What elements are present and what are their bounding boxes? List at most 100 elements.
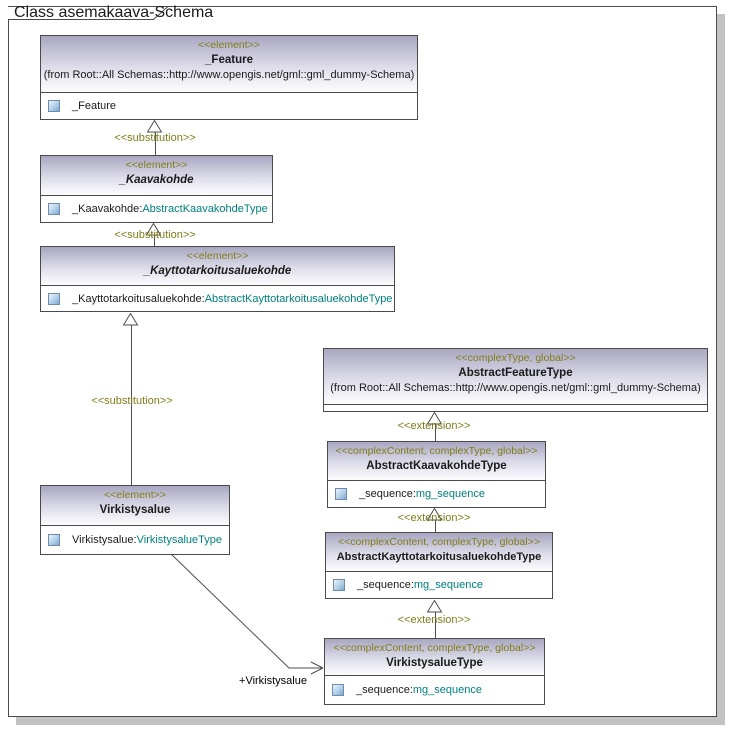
substitution-connector-line[interactable] <box>155 132 156 155</box>
substitution-triangle-icon <box>123 313 139 326</box>
attribute-text: _Kayttotarkoitusaluekohde:AbstractKaytto… <box>72 293 392 305</box>
frame-shadow-right <box>717 14 725 725</box>
class-name: AbstractFeatureType <box>458 367 573 379</box>
attribute-type: AbstractKayttotarkoitusaluekohdeType <box>204 292 393 305</box>
attribute-row[interactable]: _sequence:mg_sequence <box>325 684 482 696</box>
attribute-type: mg_sequence <box>412 684 482 696</box>
stereotype-label: <<complexContent, complexType, global>> <box>338 536 540 548</box>
attribute-name: _sequence: <box>359 488 416 500</box>
attribute-icon <box>333 579 345 591</box>
attribute-icon <box>48 203 60 215</box>
attribute-row[interactable]: _Kayttotarkoitusaluekohde:AbstractKaytto… <box>41 292 392 305</box>
substitution-connector-line[interactable] <box>154 235 155 246</box>
attributes-compartment: _sequence:mg_sequence <box>328 481 545 507</box>
class-name: _Feature <box>205 54 253 66</box>
class-name: VirkistysalueType <box>386 657 483 669</box>
attribute-icon <box>332 684 344 696</box>
class-header: <<complexType, global>> AbstractFeatureT… <box>324 349 707 405</box>
class-name: _Kayttotarkoitusaluekohde <box>143 265 292 277</box>
attribute-type: mg_sequence <box>413 579 483 591</box>
attribute-name: Virkistysalue: <box>72 534 137 546</box>
attribute-text: _Kaavakohde:AbstractKaavakohdeType <box>72 203 268 215</box>
stereotype-label: <<complexContent, complexType, global>> <box>335 445 538 457</box>
extension-connector-line[interactable] <box>435 424 436 441</box>
class-box-virkistysalue[interactable]: <<element>> Virkistysalue Virkistysalue:… <box>40 485 230 555</box>
stereotype-label: <<complexContent, complexType, global>> <box>333 642 536 654</box>
attribute-row[interactable]: _sequence:mg_sequence <box>328 488 485 500</box>
class-name: Virkistysalue <box>99 504 171 516</box>
attribute-type: AbstractKaavakohdeType <box>142 203 268 215</box>
class-name: _Kaavakohde <box>119 174 194 186</box>
attributes-compartment: _Kaavakohde:AbstractKaavakohdeType <box>41 196 272 222</box>
attribute-text: _sequence:mg_sequence <box>357 579 483 591</box>
attribute-name: _Feature <box>72 100 117 112</box>
substitution-label: <<substitution>> <box>91 395 173 407</box>
attribute-icon <box>48 534 60 546</box>
attribute-text: _sequence:mg_sequence <box>359 488 485 500</box>
association-connector[interactable] <box>160 545 330 677</box>
extension-connector-line[interactable] <box>435 520 436 532</box>
class-header: <<element>> _Feature (from Root::All Sch… <box>41 36 417 93</box>
extension-triangle-icon <box>427 412 443 425</box>
attribute-icon <box>335 488 347 500</box>
extension-label: <<extension>> <box>397 420 471 432</box>
tab-outline-shape <box>8 6 170 20</box>
class-box-kaavakohde[interactable]: <<element>> _Kaavakohde _Kaavakohde:Abst… <box>40 155 273 223</box>
class-name: AbstractKaavakohdeType <box>366 460 507 472</box>
class-box-kayttotarkoitusaluekohde[interactable]: <<element>> _Kayttotarkoitusaluekohde _K… <box>40 246 395 312</box>
association-role-label: +Virkistysalue <box>239 675 307 687</box>
substitution-triangle-icon <box>147 120 163 133</box>
attributes-compartment: Virkistysalue:VirkistysalueType <box>41 526 229 554</box>
stereotype-label: <<element>> <box>198 39 260 51</box>
class-box-feature[interactable]: <<element>> _Feature (from Root::All Sch… <box>40 35 418 120</box>
class-box-abstractkayttotarkoitusaluekohdetype[interactable]: <<complexContent, complexType, global>> … <box>325 532 553 599</box>
attribute-name: _Kaavakohde: <box>72 203 143 215</box>
class-box-virkistysaluetype[interactable]: <<complexContent, complexType, global>> … <box>324 638 545 705</box>
class-header: <<complexContent, complexType, global>> … <box>325 639 544 676</box>
attribute-type: mg_sequence <box>415 488 485 500</box>
attribute-text: Virkistysalue:VirkistysalueType <box>72 534 222 546</box>
stereotype-label: <<element>> <box>186 250 249 262</box>
class-header: <<element>> _Kaavakohde <box>41 156 272 196</box>
class-box-abstractfeaturetype[interactable]: <<complexType, global>> AbstractFeatureT… <box>323 348 708 412</box>
substitution-label: <<substitution>> <box>114 132 196 144</box>
open-arrowhead-icon <box>310 661 324 675</box>
extension-label: <<extension>> <box>397 512 471 524</box>
substitution-triangle-icon <box>146 223 162 236</box>
stereotype-label: <<element>> <box>104 489 166 501</box>
stereotype-label: <<complexType, global>> <box>455 352 576 364</box>
substitution-label: <<substitution>> <box>114 229 196 241</box>
attribute-row[interactable]: _sequence:mg_sequence <box>326 579 483 591</box>
attribute-row[interactable]: _Feature <box>41 100 116 112</box>
class-header: <<complexContent, complexType, global>> … <box>328 442 545 481</box>
attribute-text: _Feature <box>72 100 116 112</box>
frame-shadow-bottom <box>16 717 725 725</box>
attribute-icon <box>48 292 60 305</box>
attributes-compartment: _sequence:mg_sequence <box>326 572 552 598</box>
class-header: <<element>> Virkistysalue <box>41 486 229 526</box>
attribute-name: _sequence: <box>357 579 414 591</box>
class-header: <<element>> _Kayttotarkoitusaluekohde <box>41 247 394 286</box>
attribute-type: VirkistysalueType <box>136 534 222 546</box>
class-header: <<complexContent, complexType, global>> … <box>326 533 552 572</box>
diagram-title: Class asemakaava-Schema <box>14 4 214 21</box>
extension-triangle-icon <box>427 600 443 613</box>
attributes-compartment: _Feature <box>41 93 417 119</box>
attribute-row[interactable]: _Kaavakohde:AbstractKaavakohdeType <box>41 203 268 215</box>
attributes-compartment: _Kayttotarkoitusaluekohde:AbstractKaytto… <box>41 286 394 311</box>
extension-triangle-icon <box>427 508 443 521</box>
extension-label: <<extension>> <box>397 614 471 626</box>
attribute-name: _sequence: <box>356 684 413 696</box>
class-name: AbstractKayttotarkoitusaluekohdeType <box>336 551 542 563</box>
attributes-compartment <box>324 405 707 411</box>
diagram-title-tab <box>8 6 178 21</box>
attribute-name: _Kayttotarkoitusaluekohde: <box>72 292 205 305</box>
attribute-text: _sequence:mg_sequence <box>356 684 482 696</box>
attributes-compartment: _sequence:mg_sequence <box>325 676 544 704</box>
attribute-row[interactable]: Virkistysalue:VirkistysalueType <box>41 534 222 546</box>
extension-connector-line[interactable] <box>435 612 436 638</box>
substitution-connector-line[interactable] <box>131 325 132 485</box>
class-box-abstractkaavakohdetype[interactable]: <<complexContent, complexType, global>> … <box>327 441 546 508</box>
from-package-label: (from Root::All Schemas::http://www.open… <box>43 69 415 81</box>
